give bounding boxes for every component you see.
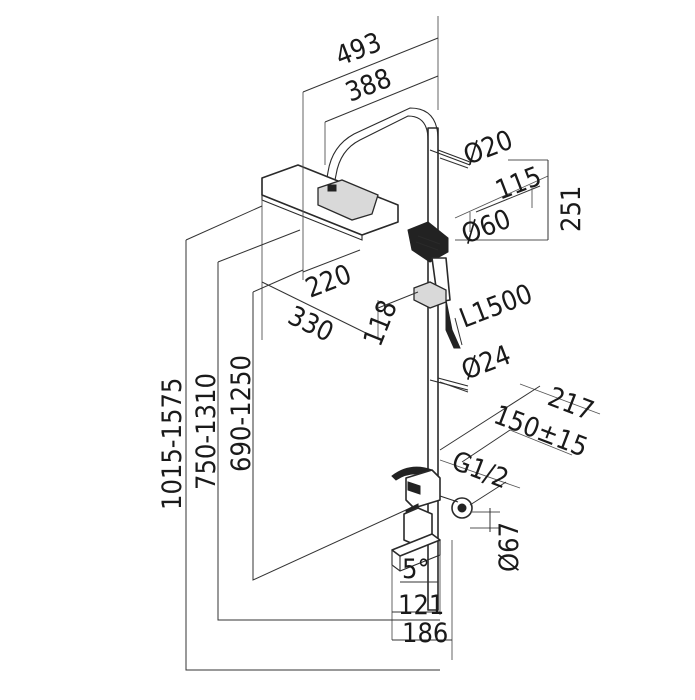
shelf [391,533,441,572]
hose [445,299,461,349]
label-121: 121 [398,590,444,621]
dim-line-690-1250 [252,292,407,581]
bracket-top-line [429,149,471,166]
dimension-labels: 493 388 Ø20 115 251 Ø60 220 330 118 L150… [157,27,598,649]
label-220: 220 [301,259,355,305]
dim-line-150 [461,429,511,463]
dim-line-118 [377,291,419,309]
dim-line-1015-1575 [185,240,440,671]
dim-line-330 [261,281,373,337]
label-d24: Ø24 [457,340,515,387]
label-d67: Ø67 [494,522,525,572]
label-g12: G1/2 [447,446,512,496]
label-115: 115 [491,161,545,207]
dim-line-220 [302,249,361,273]
shower-arm-outer [331,115,429,196]
label-186: 186 [402,618,448,649]
shower-head-connector [327,184,337,192]
dim-line-388 [324,75,439,123]
label-d20: Ø20 [459,125,517,172]
rain-shower-head [261,164,399,241]
mixer-valve [391,377,473,547]
label-d60: Ø60 [457,204,515,251]
dim-line-493 [302,37,439,93]
label-750-1310: 750-1310 [191,373,222,490]
dim-line-115 [475,185,541,213]
hand-shower [407,221,461,349]
label-l1500: L1500 [455,279,536,335]
label-5deg: 5° [402,554,430,585]
shower-arm-inner [323,107,439,196]
dim-line-750-1310 [217,262,440,621]
label-1015-1575: 1015-1575 [157,378,188,510]
dimension-lines [185,16,601,671]
label-690-1250: 690-1250 [226,355,257,472]
dim-line-217 [439,385,541,451]
label-251: 251 [556,186,587,232]
hand-shower-head [407,221,449,263]
label-330: 330 [283,300,338,348]
mixer-body [405,469,441,509]
label-118: 118 [358,296,404,351]
